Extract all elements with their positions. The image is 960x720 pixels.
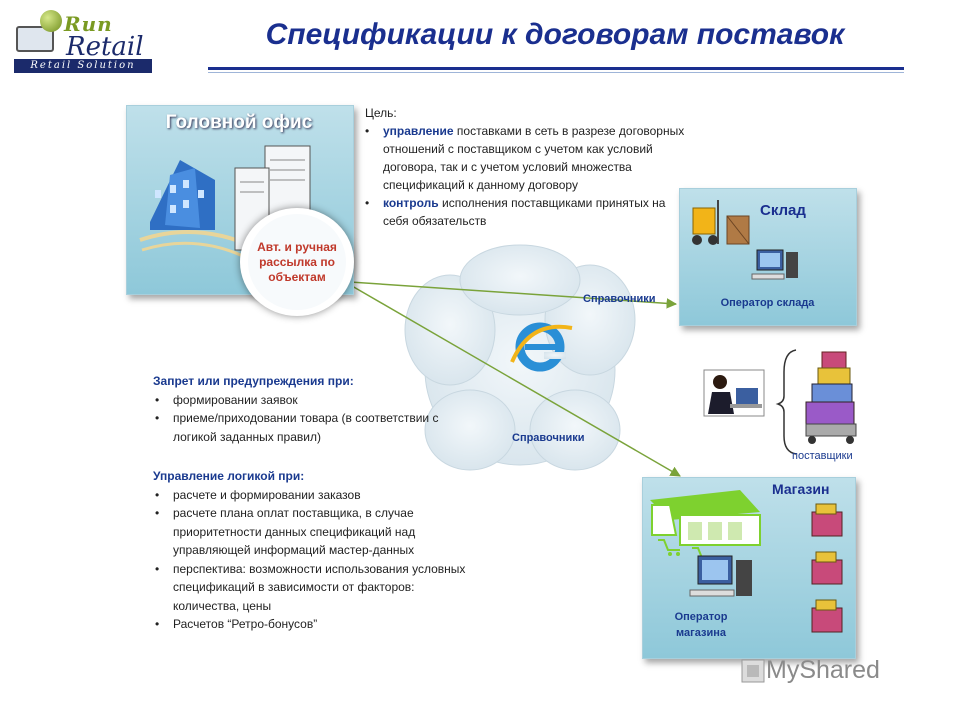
page-title: Спецификации к договорам поставок bbox=[265, 18, 845, 51]
title-underline-thin bbox=[208, 72, 904, 73]
goal-heading: Цель: bbox=[365, 106, 397, 120]
restrictions-block: Запрет или предупреждения при: формирова… bbox=[153, 372, 473, 446]
list-item: расчете плана оплат поставщика, в случае… bbox=[153, 504, 473, 560]
title-underline bbox=[208, 67, 904, 70]
references-label-top: Справочники bbox=[583, 293, 656, 305]
list-item: перспектива: возможности использования у… bbox=[153, 560, 473, 616]
globe-icon bbox=[40, 10, 62, 32]
store-building-icon bbox=[650, 490, 761, 546]
store-operator-label: Оператор магазина bbox=[674, 611, 728, 639]
distribution-label: Авт. и ручная рассылка по объектам bbox=[257, 239, 337, 284]
goal-block: Цель: управление поставками в сеть в раз… bbox=[365, 104, 685, 230]
restrictions-heading: Запрет или предупреждения при: bbox=[153, 374, 354, 388]
warehouse-operator-label: Оператор склада bbox=[720, 297, 815, 309]
references-label-bottom: Справочники bbox=[512, 432, 585, 444]
operator-at-desk-icon bbox=[703, 369, 765, 417]
list-item: приеме/приходовании товара (в соответств… bbox=[153, 409, 473, 446]
warehouse-title: Склад bbox=[760, 202, 806, 219]
watermark: MyShared bbox=[766, 656, 880, 684]
computer-icon bbox=[689, 555, 752, 597]
logo-retail-text: Retail bbox=[66, 32, 144, 62]
logic-heading: Управление логикой при: bbox=[153, 469, 305, 483]
logo-tagline: Retail Solution bbox=[14, 59, 152, 73]
goal-item-management: управление поставками в сеть в разрезе д… bbox=[365, 122, 685, 194]
suppliers-brace bbox=[775, 349, 797, 455]
forklift-icon bbox=[692, 200, 750, 245]
list-item: расчете и формировании заказов bbox=[153, 486, 473, 505]
boxes-stack-icon bbox=[805, 351, 857, 444]
computer-icon bbox=[751, 249, 798, 280]
logo: Run Retail Retail Solution bbox=[14, 8, 154, 74]
arrow-to-warehouse bbox=[349, 281, 678, 309]
store-title: Магазин bbox=[772, 481, 830, 497]
head-office-title: Головной офис bbox=[165, 112, 313, 133]
list-item: Расчетов “Ретро-бонусов” bbox=[153, 615, 473, 634]
goal-item-control: контроль исполнения поставщиками приняты… bbox=[365, 194, 685, 230]
suppliers-label: поставщики bbox=[792, 450, 853, 462]
arrow-to-store bbox=[351, 285, 681, 477]
cash-register-icon bbox=[811, 503, 843, 633]
logo-run-text: Run bbox=[64, 12, 113, 36]
distribution-circle-inner: Авт. и ручная рассылка по объектам bbox=[248, 214, 346, 310]
logic-block: Управление логикой при: расчете и формир… bbox=[153, 467, 473, 634]
list-item: формировании заявок bbox=[153, 391, 473, 410]
